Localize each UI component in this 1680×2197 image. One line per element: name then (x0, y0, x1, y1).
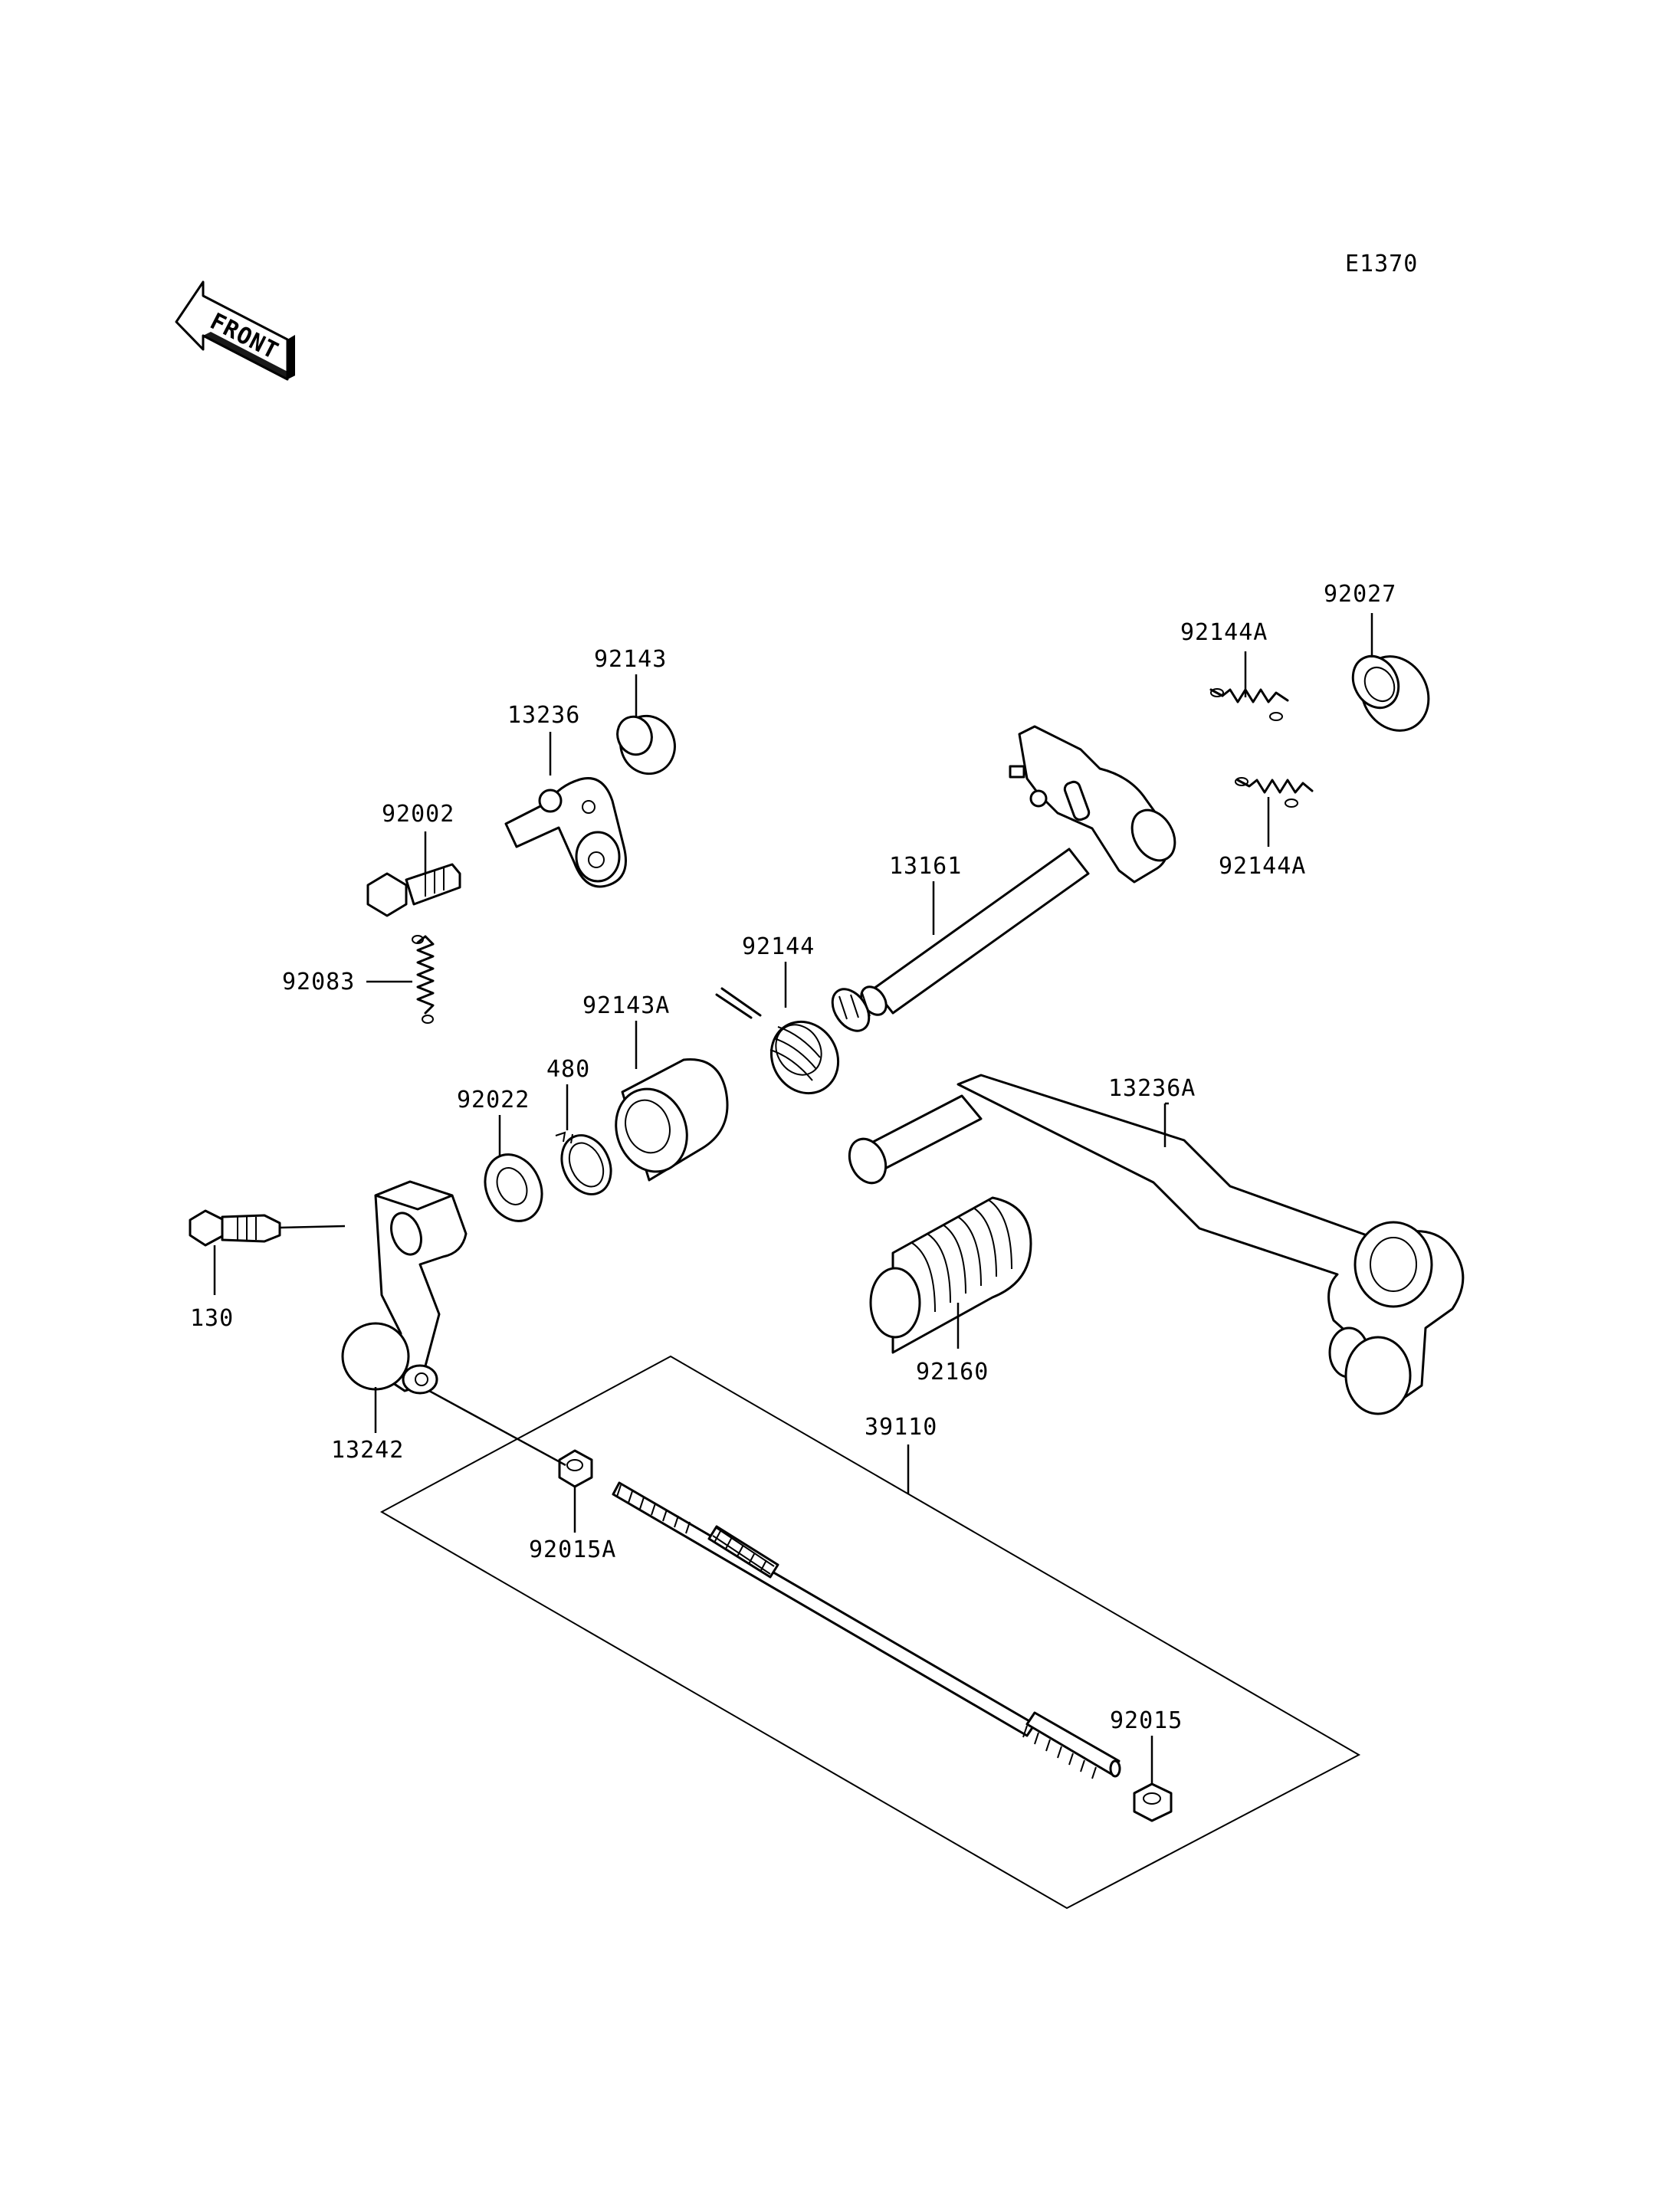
part-92022-washer (484, 1153, 543, 1222)
label-92027: 92027 (1324, 581, 1396, 608)
label-92144: 92144 (742, 933, 815, 960)
part-13236-lever (504, 777, 627, 888)
label-92002: 92002 (382, 801, 454, 828)
part-39110-tie-rod (612, 1481, 1121, 1779)
part-13161-shift-shaft (831, 725, 1176, 1032)
front-arrow-icon: FRONT (175, 280, 295, 381)
part-92002-bolt (366, 863, 461, 917)
label-92083: 92083 (282, 969, 355, 995)
part-92144A-spring-top (1209, 688, 1289, 721)
label-92144A-top: 92144A (1180, 619, 1268, 646)
label-480: 480 (546, 1056, 590, 1083)
part-480-circlip (555, 1131, 612, 1195)
part-92144-torsion-spring (715, 987, 840, 1095)
part-13242-shift-lever (341, 1180, 468, 1395)
part-92015A-nut (558, 1449, 593, 1488)
label-92143: 92143 (594, 646, 667, 673)
part-13236A-shift-pedal (848, 1074, 1465, 1415)
label-92015A: 92015A (529, 1536, 616, 1563)
diagram-code: E1370 (1345, 251, 1418, 277)
label-39110: 39110 (865, 1414, 937, 1441)
label-92160: 92160 (916, 1359, 989, 1385)
part-92015-nut (1133, 1782, 1173, 1822)
part-39110-box (379, 1355, 1361, 1910)
label-13242: 13242 (331, 1437, 404, 1464)
label-92143A: 92143A (582, 992, 670, 1019)
part-92160-pedal-rubber (869, 1196, 1032, 1354)
label-13236: 13236 (507, 702, 580, 729)
part-92083-spring (412, 935, 435, 1024)
part-92027-oil-seal (1351, 654, 1430, 732)
part-92143A-collar (615, 1058, 729, 1182)
label-92015: 92015 (1110, 1707, 1183, 1734)
part-130-bolt (189, 1209, 281, 1247)
label-92022: 92022 (457, 1087, 530, 1113)
part-92144A-spring-bottom (1235, 777, 1314, 808)
label-13236A: 13236A (1108, 1075, 1196, 1102)
label-13161: 13161 (889, 853, 962, 880)
label-92144A-bottom: 92144A (1219, 853, 1306, 880)
part-92143-collar (616, 714, 676, 776)
label-130: 130 (190, 1305, 234, 1332)
